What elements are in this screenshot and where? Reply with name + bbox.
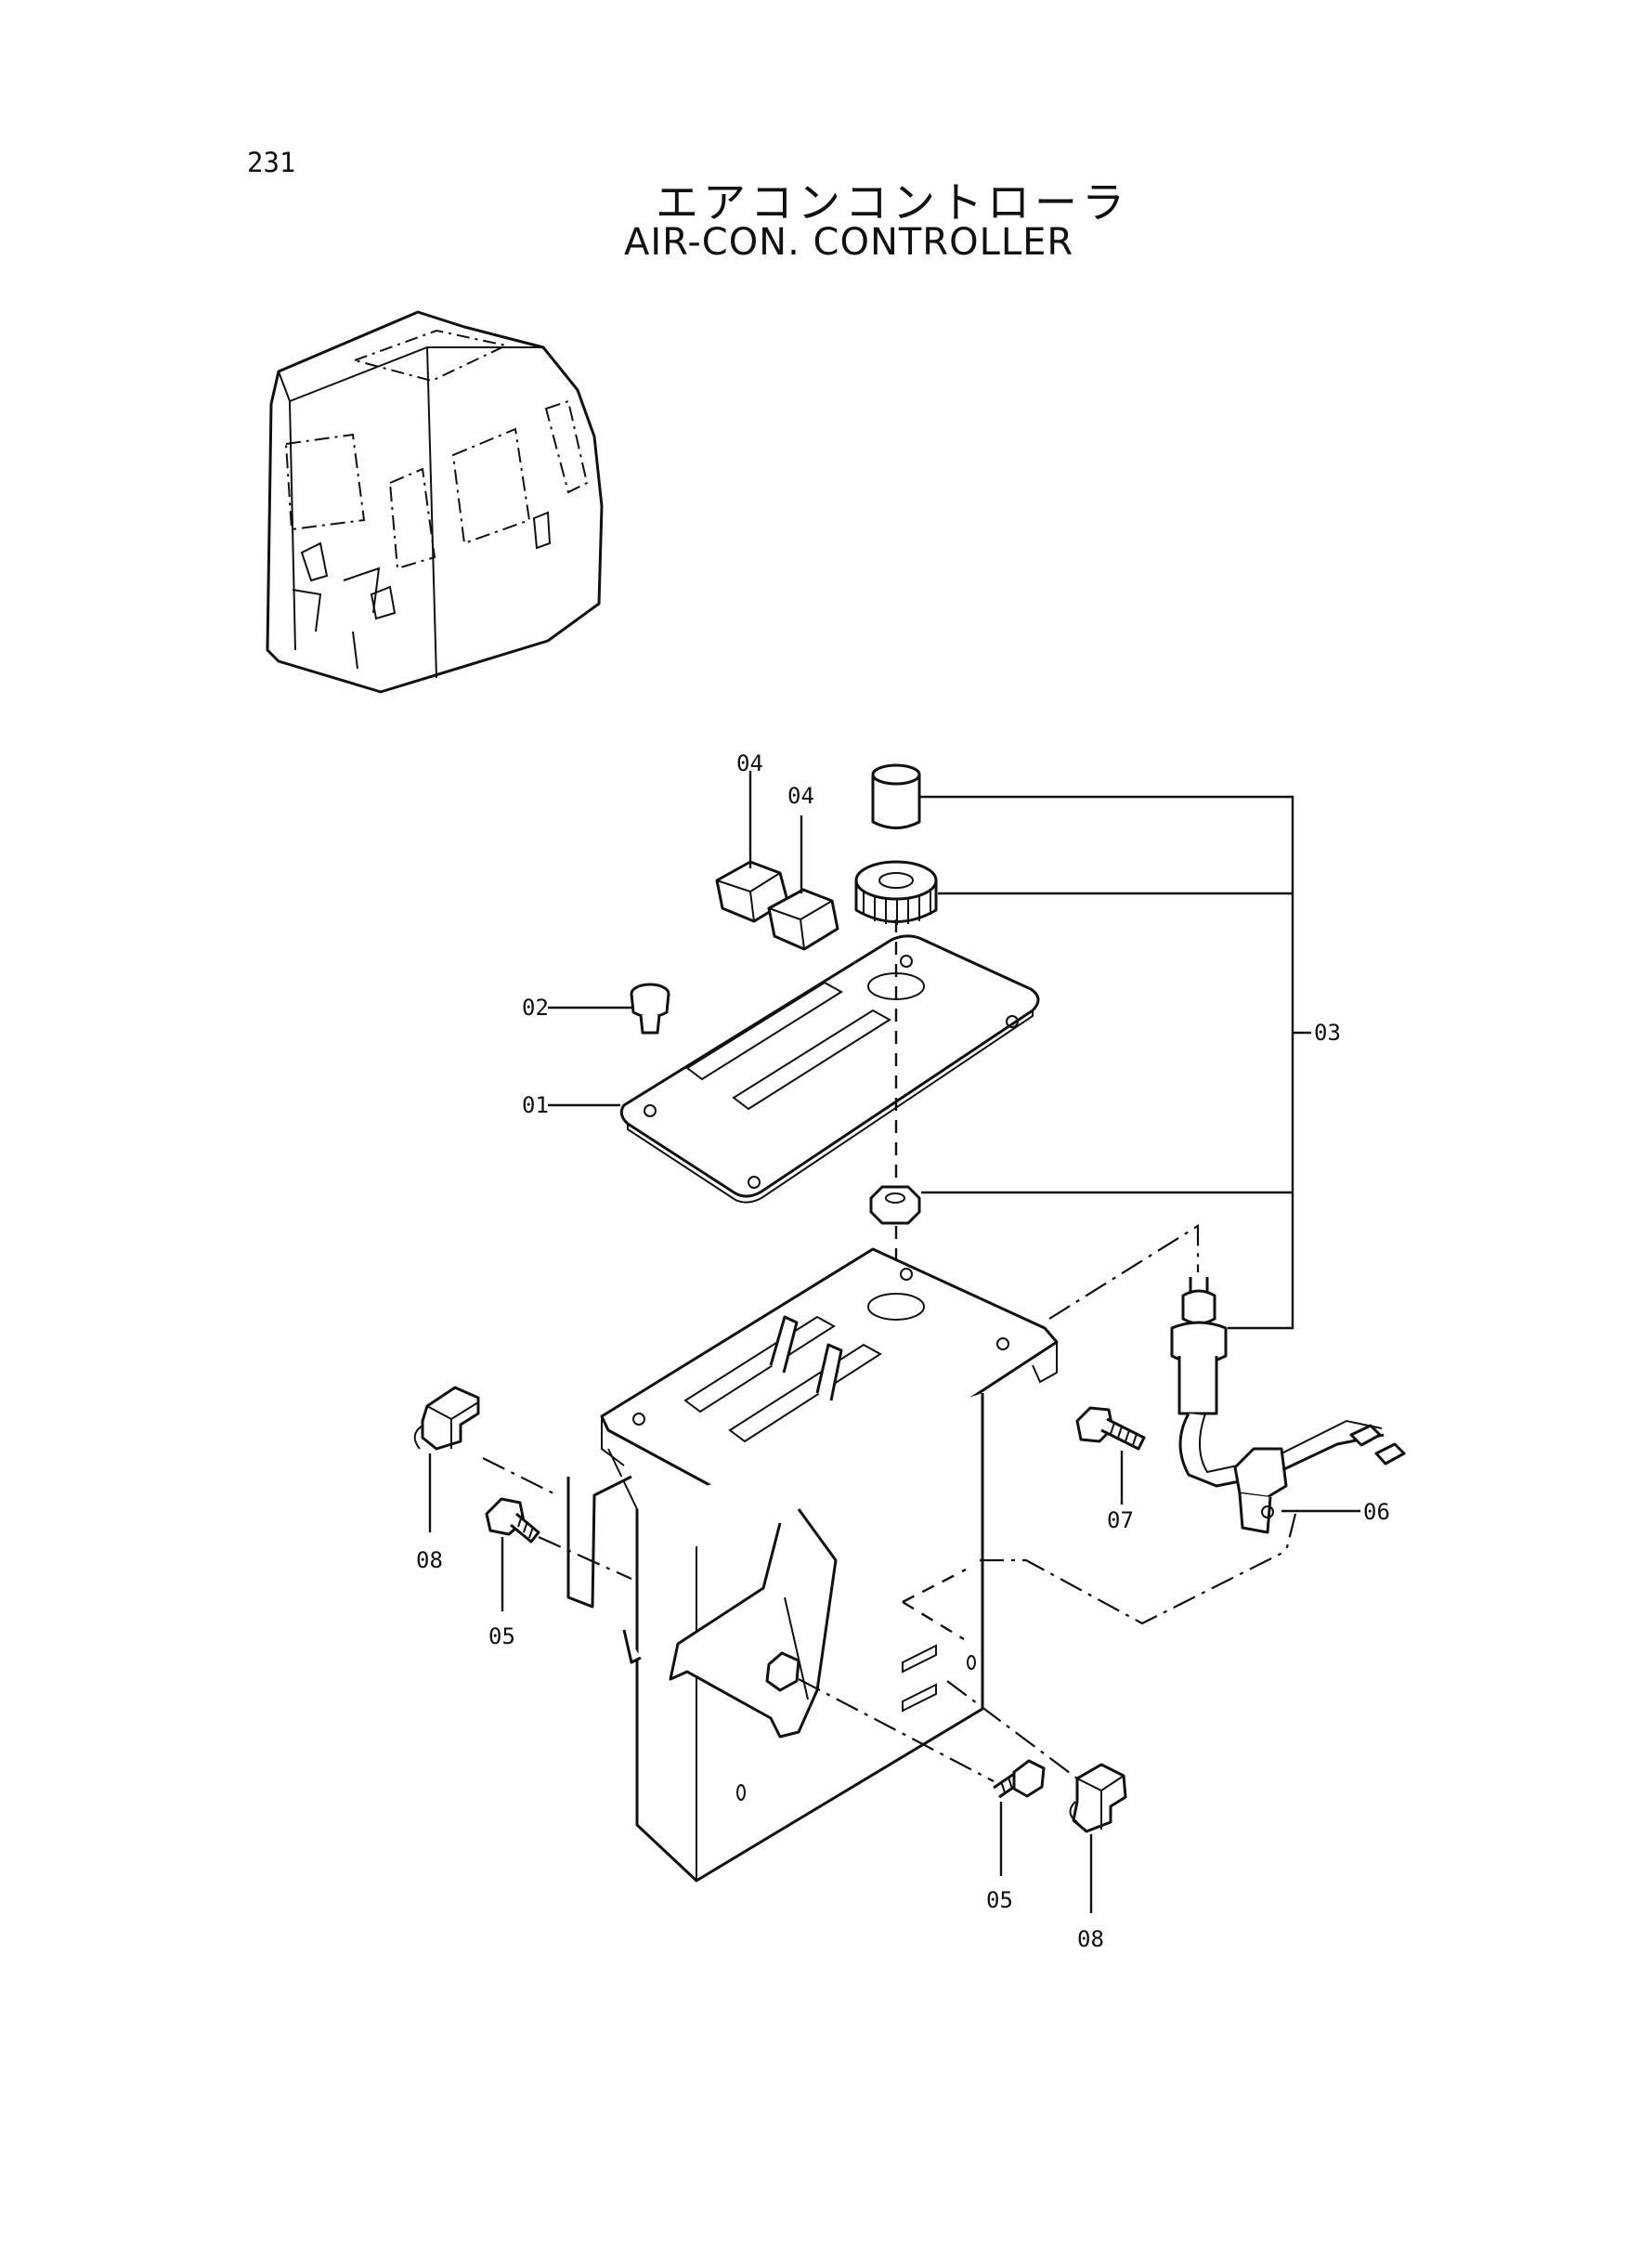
page-number: 231 (247, 147, 296, 178)
callout-labels: 02 01 04 04 03 06 07 05 05 08 08 (416, 750, 1390, 1952)
part-07-screw (1075, 1406, 1146, 1451)
callout-08-left: 08 (416, 1547, 443, 1573)
part-03-knob-cap (871, 763, 921, 829)
part-03-hex-nut (869, 1185, 921, 1225)
part-03-switch-harness (1170, 1277, 1406, 1534)
callout-06: 06 (1363, 1499, 1390, 1525)
callout-04-right: 04 (787, 783, 814, 809)
callout-05-right: 05 (986, 1887, 1013, 1913)
part-02-clip (630, 983, 670, 1035)
callout-04-left: 04 (736, 750, 763, 776)
title-japanese: エアコンコントローラ (656, 177, 1129, 228)
callout-08-right: 08 (1077, 1926, 1104, 1952)
part-05-bolt-right (993, 1759, 1046, 1799)
callout-05-left: 05 (488, 1623, 515, 1649)
part-05-bolt-left (485, 1497, 540, 1544)
part-08-clip-right (1069, 1763, 1127, 1833)
part-04-push-knob-right (767, 888, 839, 951)
part-03-control-knob (854, 860, 938, 925)
callout-03: 03 (1314, 1020, 1341, 1046)
cab-locator-illustration (266, 310, 604, 694)
callout-02: 02 (522, 995, 549, 1021)
title-english: AIR-CON. CONTROLLER (624, 221, 1074, 264)
leader-lines (428, 771, 1360, 1913)
part-08-clip-left (413, 1386, 480, 1451)
part-01-panel-plate (619, 934, 1040, 1204)
callout-01: 01 (522, 1092, 549, 1118)
assembly-chain-lines (482, 1224, 1297, 1782)
callout-07: 07 (1107, 1507, 1134, 1533)
controller-housing-bracket (566, 1247, 1059, 1883)
